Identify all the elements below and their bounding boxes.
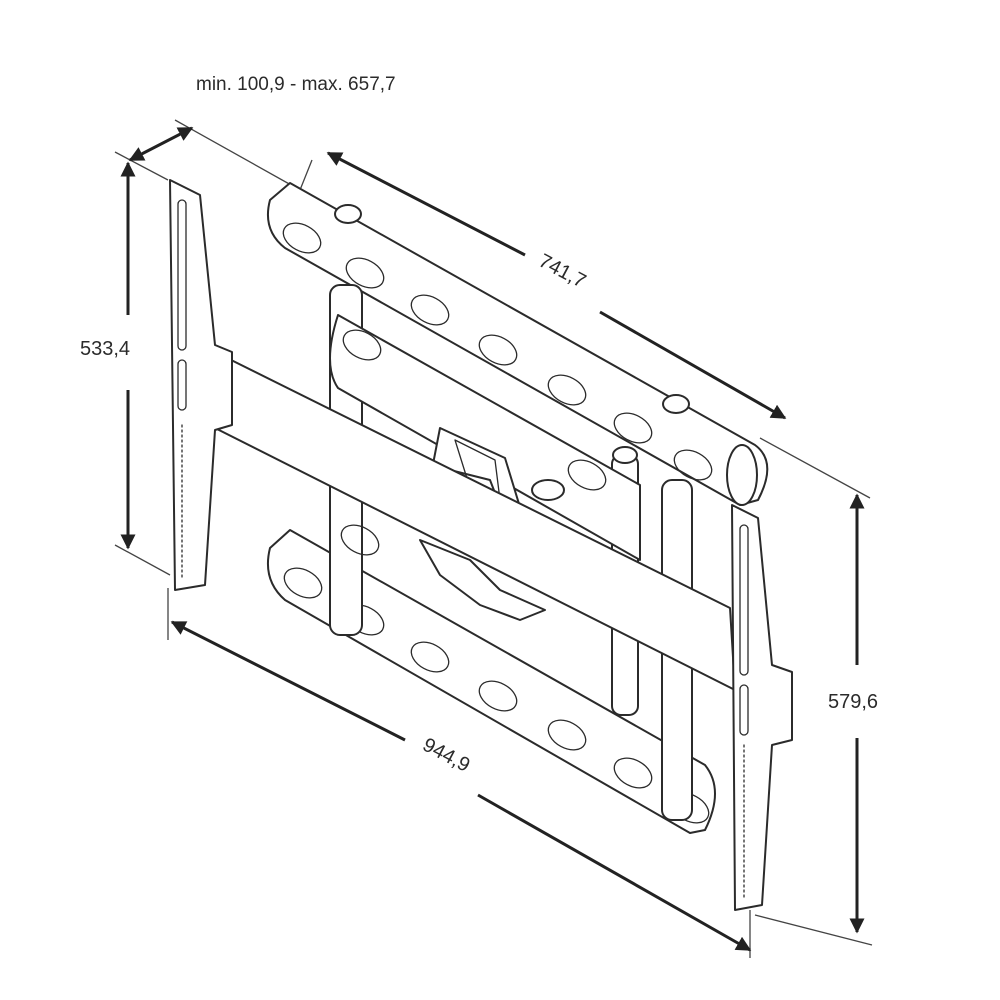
wall-plate-height-label: 533,4 <box>80 338 130 360</box>
top-rear-rail <box>266 182 769 506</box>
left-wall-plate <box>169 179 233 591</box>
bottom-rear-rail <box>266 529 716 834</box>
overall-height-dimension: 579,6 <box>754 493 878 946</box>
depth-range-label: min. 100,9 - max. 657,7 <box>196 74 396 95</box>
overall-height-label: 579,6 <box>828 691 878 713</box>
right-wall-plate <box>731 504 793 911</box>
middle-rail <box>329 314 641 561</box>
arm-span-dimension: 741,7 <box>299 151 871 499</box>
mount-drawing <box>169 179 793 911</box>
depth-dimension: min. 100,9 - max. 657,7 <box>114 74 396 191</box>
arm-span-label: 741,7 <box>535 250 590 293</box>
overall-width-label: 944,9 <box>419 734 474 777</box>
wall-plate-height-dimension: 533,4 <box>80 161 171 576</box>
